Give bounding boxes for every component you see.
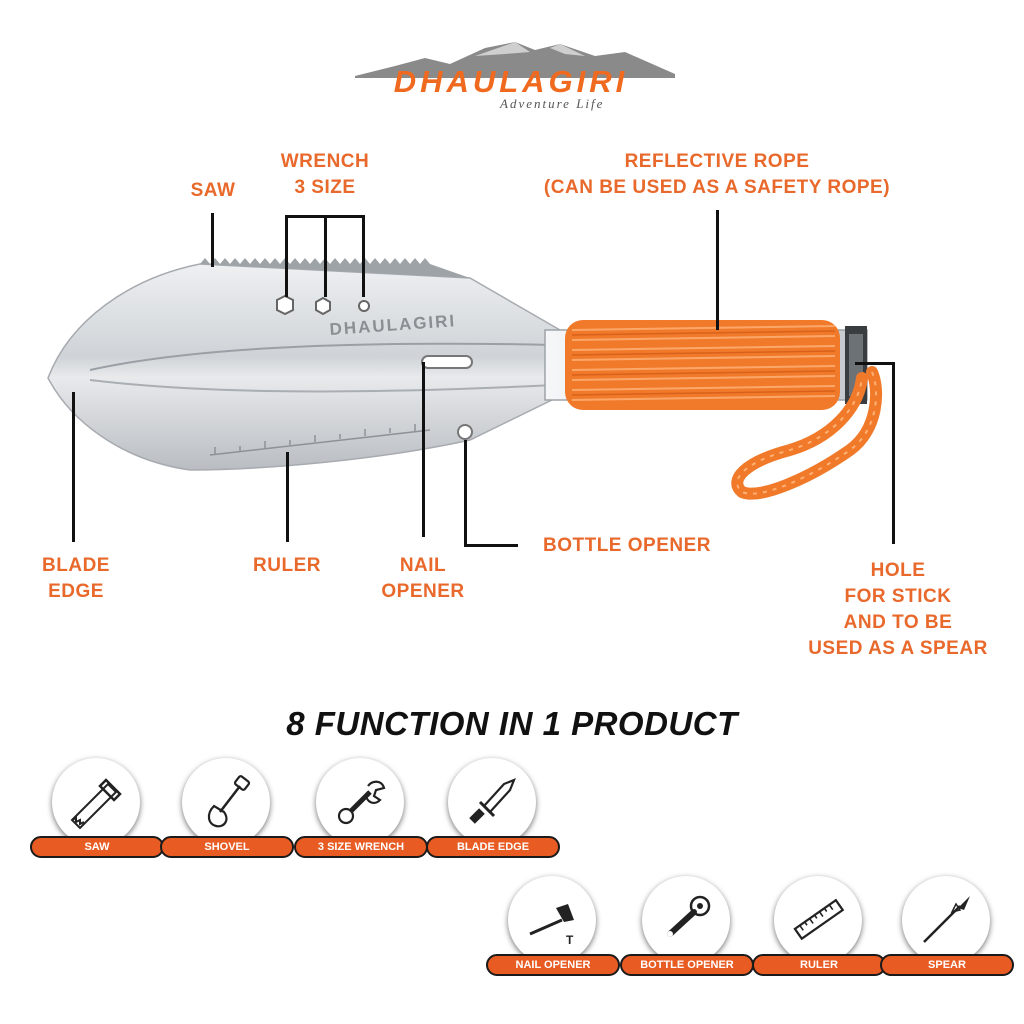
- wrench-leader-2: [324, 215, 327, 297]
- hole-line-4: USED AS A SPEAR: [808, 638, 988, 659]
- function-label: RULER: [752, 954, 886, 976]
- svg-text:T: T: [566, 933, 574, 947]
- hole-leader-v: [892, 362, 895, 544]
- function-wrench: 3 SIZE WRENCH: [294, 758, 430, 868]
- blade-edge-leader-line: [72, 392, 75, 542]
- nail-opener-leader-line: [422, 362, 425, 537]
- function-label: BLADE EDGE: [426, 836, 560, 858]
- reflective-rope-label: REFLECTIVE ROPE (CAN BE USED AS A SAFETY…: [506, 149, 928, 201]
- function-label: SAW: [30, 836, 164, 858]
- bottle-opener-leader-h: [464, 544, 518, 547]
- hole-line-3: AND TO BE: [843, 612, 953, 633]
- function-label: SHOVEL: [160, 836, 294, 858]
- function-shovel: SHOVEL: [160, 758, 296, 868]
- function-label: 3 SIZE WRENCH: [294, 836, 428, 858]
- nail-opener-line-1: NAIL: [399, 555, 447, 576]
- rope-leader-line: [716, 210, 719, 330]
- knife-icon: [448, 758, 536, 846]
- function-ruler: RULER: [752, 876, 888, 986]
- function-bottle-opener: BOTTLE OPENER: [620, 876, 756, 986]
- wrench-label: WRENCH 3 SIZE: [258, 149, 392, 201]
- function-spear: SPEAR: [880, 876, 1016, 986]
- wrench-leader-1: [285, 215, 288, 297]
- headline: 8 FUNCTION IN 1 PRODUCT: [286, 705, 738, 742]
- hole-leader-h: [855, 362, 895, 365]
- ruler-icon: [774, 876, 862, 964]
- function-nail-opener: T NAIL OPENER: [486, 876, 622, 986]
- function-saw: SAW: [30, 758, 166, 868]
- nail-opener-line-2: OPENER: [381, 581, 465, 602]
- wrench-leader-3: [362, 215, 365, 297]
- mountain-logo-icon: [355, 42, 675, 78]
- ruler-label: RULER: [253, 555, 321, 576]
- blade-edge-line-2: EDGE: [48, 581, 104, 602]
- brand-name: DHAULAGIRI: [393, 64, 629, 99]
- wrench-label-line-2: 3 SIZE: [294, 177, 356, 198]
- saw-label: SAW: [190, 180, 236, 201]
- nail-opener-label: NAIL OPENER: [362, 553, 484, 605]
- brand-tagline: Adventure Life: [500, 96, 605, 111]
- function-blade-edge: BLADE EDGE: [426, 758, 562, 868]
- shovel-tool-illustration: DHAULAGIRI: [47, 258, 883, 500]
- rope-label-line-2: (CAN BE USED AS A SAFETY ROPE): [543, 177, 891, 198]
- ruler-leader-line: [286, 452, 289, 542]
- hole-line-1: HOLE: [870, 560, 926, 581]
- bottle-opener-label: BOTTLE OPENER: [542, 535, 711, 556]
- rope-label-line-1: REFLECTIVE ROPE: [624, 151, 810, 172]
- function-label: BOTTLE OPENER: [620, 954, 754, 976]
- bottle-opener-leader-v: [464, 440, 467, 546]
- function-label: NAIL OPENER: [486, 954, 620, 976]
- wrench-icon: [316, 758, 404, 846]
- hole-line-2: FOR STICK: [844, 586, 952, 607]
- blade-edge-label: BLADE EDGE: [20, 553, 132, 605]
- wrench-label-line-1: WRENCH: [280, 151, 370, 172]
- bottle-opener-icon: [642, 876, 730, 964]
- spear-icon: [902, 876, 990, 964]
- hammer-icon: T: [508, 876, 596, 964]
- blade-edge-line-1: BLADE: [42, 555, 110, 576]
- function-label: SPEAR: [880, 954, 1014, 976]
- saw-leader-line: [211, 213, 214, 267]
- hole-label: HOLE FOR STICK AND TO BE USED AS A SPEAR: [780, 558, 1016, 662]
- shovel-icon: [182, 758, 270, 846]
- saw-icon: [52, 758, 140, 846]
